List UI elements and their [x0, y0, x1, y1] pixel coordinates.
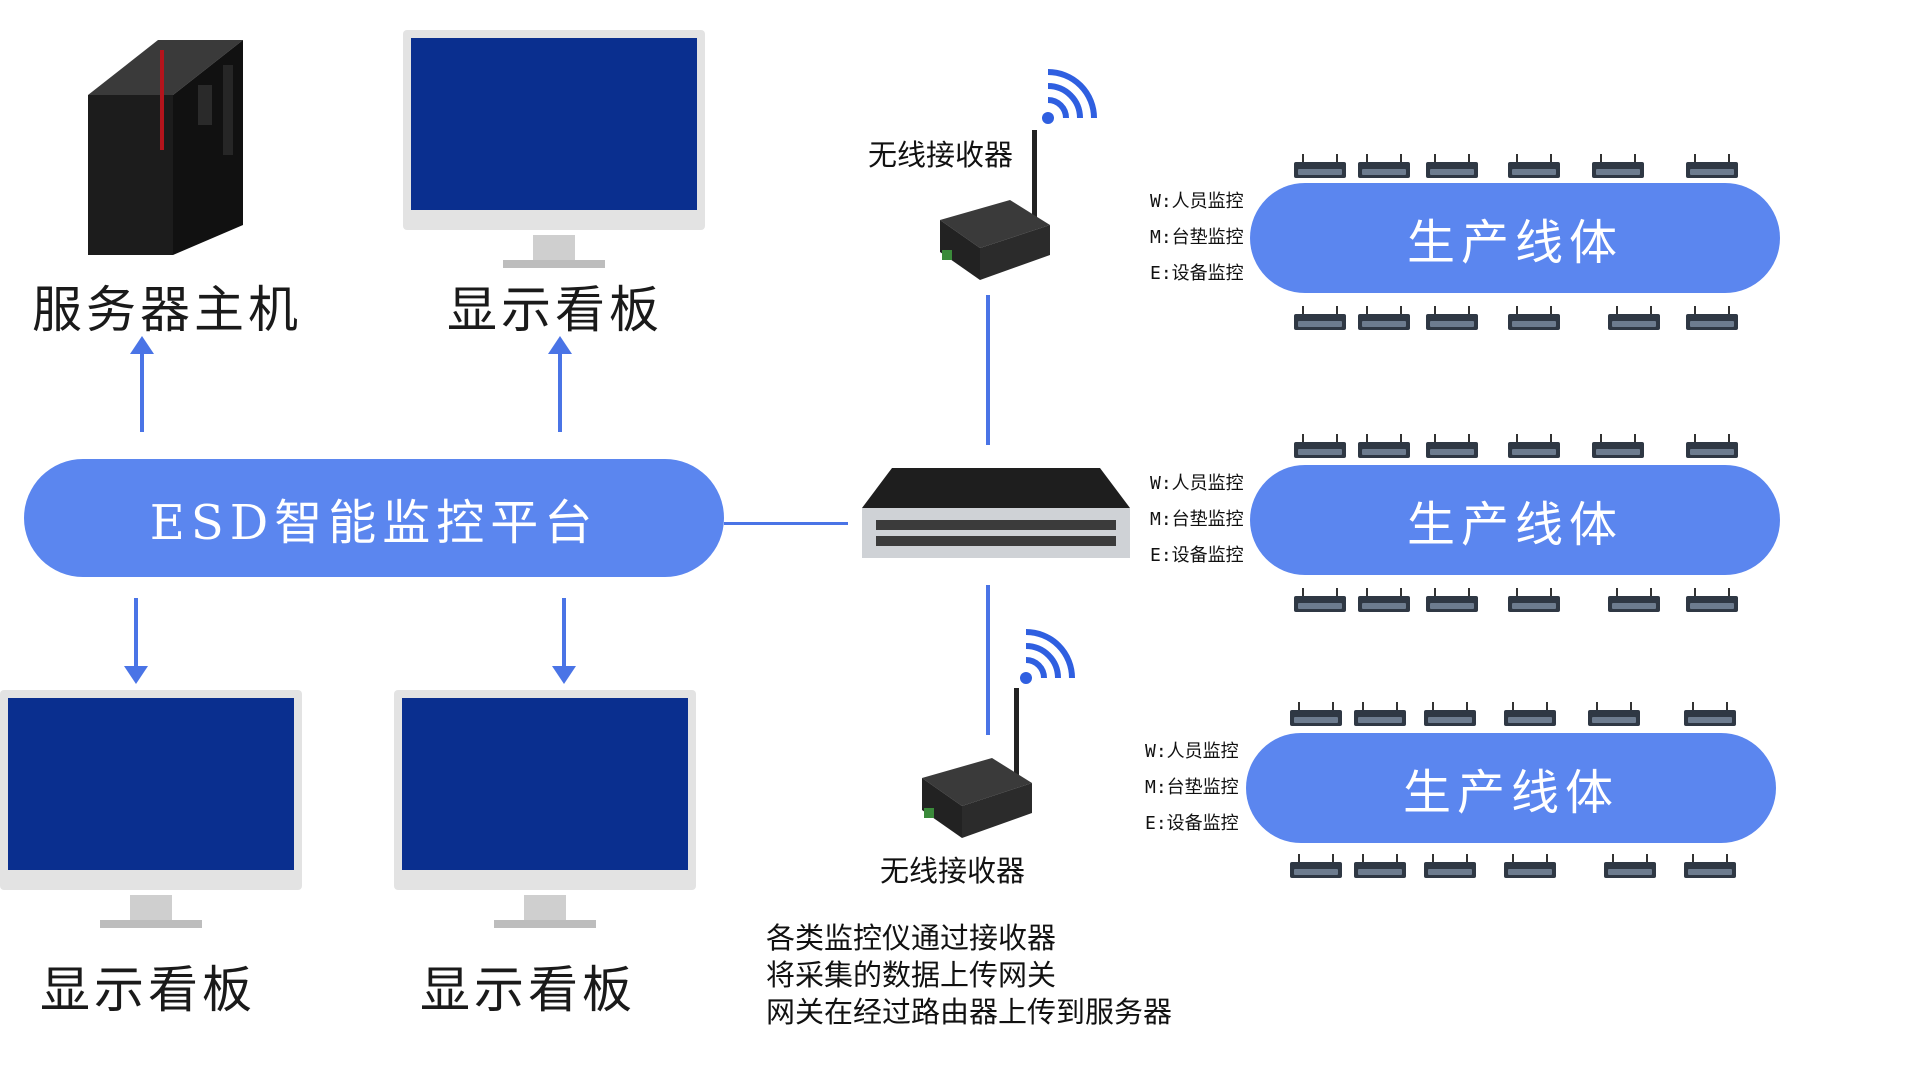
receiver-bottom [912, 688, 1032, 848]
monitor-label: W:人员监控 [1150, 473, 1244, 494]
monitor-device [1508, 434, 1560, 458]
wifi-signal-bottom [1016, 628, 1076, 688]
monitor-label: E:设备监控 [1145, 813, 1239, 834]
monitor-device [1294, 306, 1346, 330]
switch-icon [862, 468, 1130, 558]
monitor-device [1508, 588, 1560, 612]
arrow-to-display-bottom-right [552, 598, 576, 684]
monitor-device [1358, 154, 1410, 178]
monitor-icon [403, 30, 705, 268]
monitor-device [1684, 702, 1736, 726]
monitor-label: W:人员监控 [1145, 741, 1239, 762]
monitor-device [1686, 588, 1738, 612]
monitor-device [1686, 434, 1738, 458]
monitor-labels-line-1: W:人员监控 M:台垫监控 E:设备监控 [1150, 184, 1244, 292]
monitor-device [1290, 702, 1342, 726]
server-icon [88, 40, 243, 255]
esd-platform: ESD智能监控平台 [24, 459, 724, 577]
monitor-device [1424, 702, 1476, 726]
monitor-device [1504, 702, 1556, 726]
monitor-labels-line-2: W:人员监控 M:台垫监控 E:设备监控 [1150, 466, 1244, 574]
receiver-icon [940, 130, 1050, 280]
monitor-device [1358, 588, 1410, 612]
receiver-top [930, 130, 1050, 290]
monitor-device [1294, 434, 1346, 458]
monitor-device [1424, 854, 1476, 878]
monitor-device [1426, 588, 1478, 612]
display-monitor-bottom-right [394, 690, 696, 930]
display-caption-top: 显示看板 [447, 281, 663, 339]
arrow-to-display-top [548, 336, 572, 432]
monitor-label: E:设备监控 [1150, 263, 1244, 284]
wifi-signal-top [1038, 68, 1098, 128]
monitor-device [1686, 154, 1738, 178]
display-caption-bottom-left: 显示看板 [40, 961, 256, 1019]
monitor-device [1504, 854, 1556, 878]
monitor-device [1608, 588, 1660, 612]
note-line: 网关在经过路由器上传到服务器 [766, 995, 1173, 1029]
monitor-device [1686, 306, 1738, 330]
display-monitor-top [403, 30, 705, 270]
monitor-label: M:台垫监控 [1150, 227, 1244, 248]
notes: 各类监控仪通过接收器 将采集的数据上传网关 网关在经过路由器上传到服务器 [766, 920, 1172, 1031]
receiver-label-bottom: 无线接收器 [880, 854, 1026, 888]
receiver-icon [922, 688, 1032, 838]
monitor-device [1588, 702, 1640, 726]
note-line: 各类监控仪通过接收器 [766, 921, 1057, 955]
monitor-icon [394, 690, 696, 928]
monitor-device [1354, 854, 1406, 878]
production-line-1: 生产线体 [1250, 183, 1780, 293]
production-line-3: 生产线体 [1246, 733, 1776, 843]
link-switch-receiver-bottom [986, 585, 990, 735]
monitor-label: M:台垫监控 [1150, 509, 1244, 530]
monitor-label: W:人员监控 [1150, 191, 1244, 212]
monitor-device [1604, 854, 1656, 878]
monitor-device [1354, 702, 1406, 726]
monitor-label: E:设备监控 [1150, 545, 1244, 566]
display-monitor-bottom-left [0, 690, 302, 930]
monitor-device [1426, 306, 1478, 330]
server-tower [68, 25, 248, 255]
wifi-icon [1020, 629, 1075, 684]
display-caption-bottom-right: 显示看板 [420, 961, 636, 1019]
link-switch-receiver-top [986, 295, 990, 445]
monitor-device [1358, 434, 1410, 458]
monitor-device [1358, 306, 1410, 330]
receiver-label-top: 无线接收器 [868, 138, 1014, 172]
wifi-icon [1042, 69, 1097, 124]
monitor-device [1426, 154, 1478, 178]
monitor-device [1608, 306, 1660, 330]
monitor-device [1592, 434, 1644, 458]
production-line-2: 生产线体 [1250, 465, 1780, 575]
link-platform-switch [724, 522, 848, 525]
monitor-device [1426, 434, 1478, 458]
arrow-to-display-bottom-left [124, 598, 148, 684]
monitor-device [1684, 854, 1736, 878]
server-caption: 服务器主机 [32, 281, 302, 339]
monitor-icon [0, 690, 302, 928]
note-line: 将采集的数据上传网关 [766, 958, 1057, 992]
monitor-device [1290, 854, 1342, 878]
arrow-to-server [130, 336, 154, 432]
monitor-labels-line-3: W:人员监控 M:台垫监控 E:设备监控 [1145, 734, 1239, 842]
monitor-device [1592, 154, 1644, 178]
network-switch [862, 468, 1130, 560]
monitor-device [1508, 154, 1560, 178]
monitor-device [1294, 588, 1346, 612]
monitor-device [1508, 306, 1560, 330]
monitor-device [1294, 154, 1346, 178]
monitor-label: M:台垫监控 [1145, 777, 1239, 798]
